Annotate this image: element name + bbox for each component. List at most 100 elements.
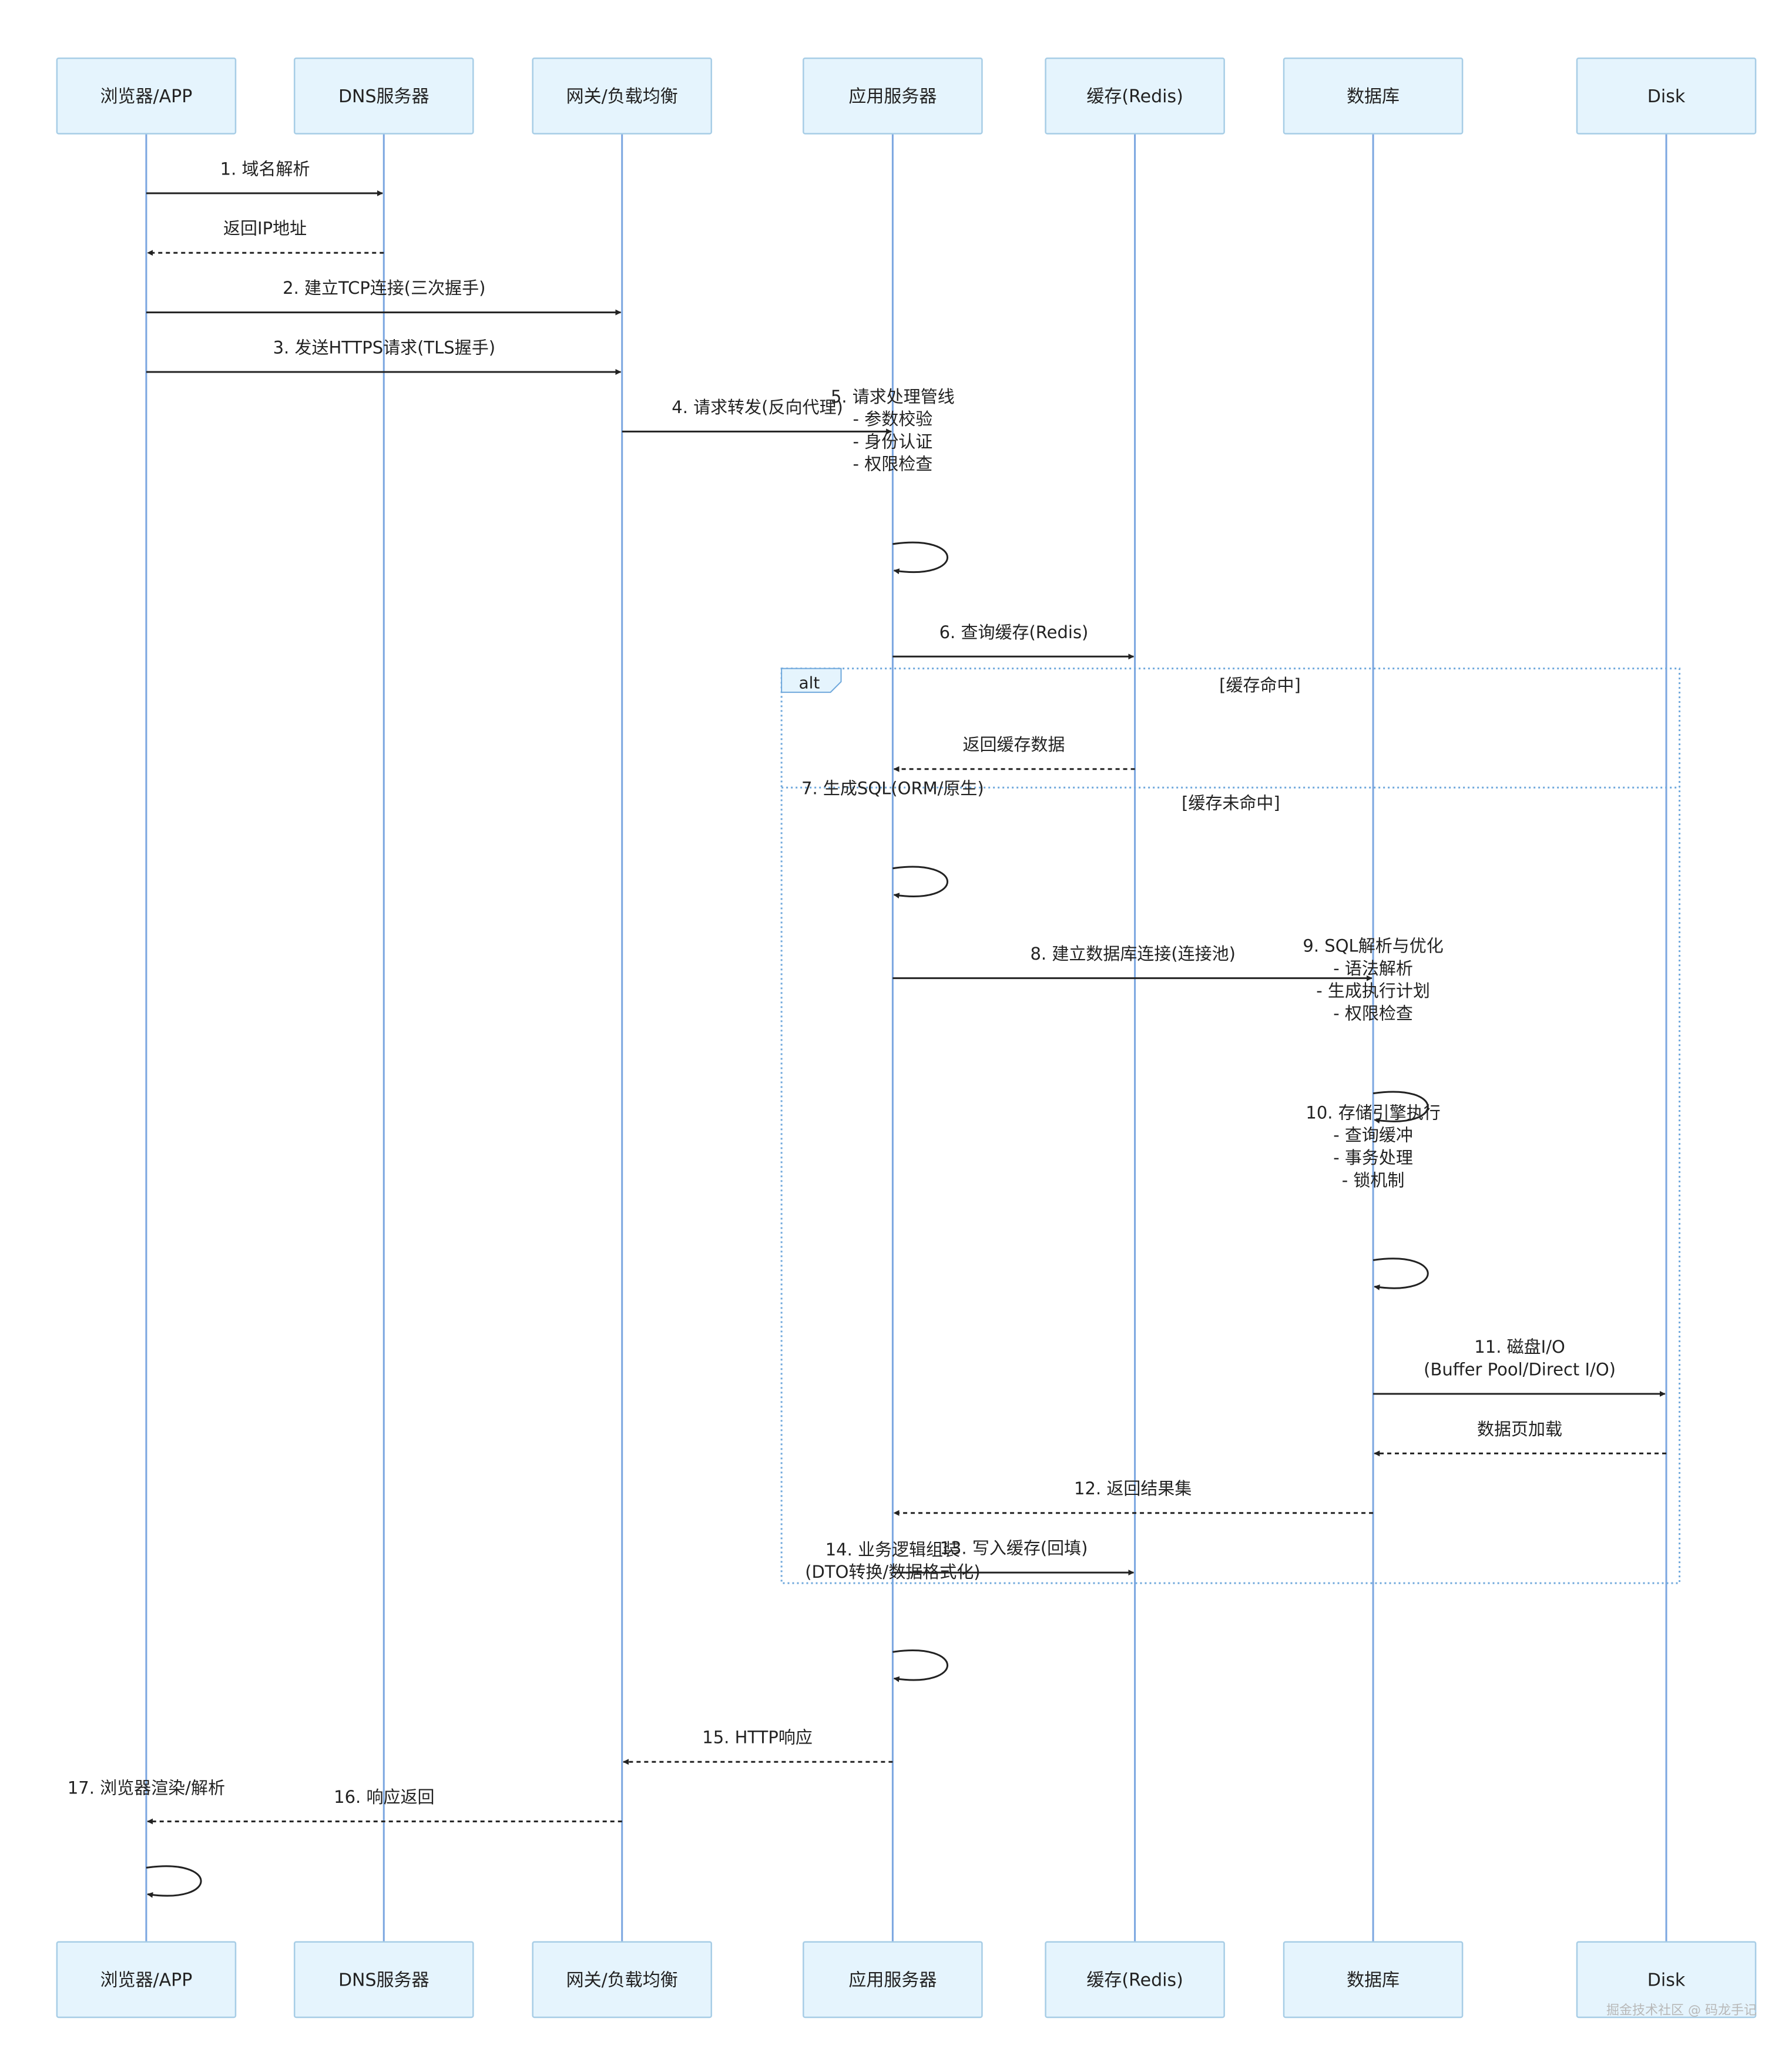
watermark: 掘金技术社区 @ 码龙手记 xyxy=(1606,2003,1757,2018)
message-label: (Buffer Pool/Direct I/O) xyxy=(1424,1359,1616,1379)
actor-label: 应用服务器 xyxy=(848,1970,937,1991)
actor-label: DNS服务器 xyxy=(338,86,429,107)
actor-app-top: 应用服务器 xyxy=(803,57,983,135)
actor-box xyxy=(293,57,474,135)
actor-gateway-bottom: 网关/负载均衡 xyxy=(532,1941,713,2019)
message-label: - 权限检查 xyxy=(1333,1004,1413,1024)
actor-box xyxy=(1576,1941,1757,2019)
message-label: - 查询缓冲 xyxy=(1333,1125,1413,1145)
message-label: 13. 写入缓存(回填) xyxy=(940,1538,1088,1558)
message-label: 15. HTTP响应 xyxy=(702,1728,813,1748)
message-1: 1. 域名解析 xyxy=(146,159,384,196)
message-label: 返回IP地址 xyxy=(223,219,307,239)
actor-label: 网关/负载均衡 xyxy=(566,86,678,107)
message-label: 11. 磁盘I/O xyxy=(1474,1337,1565,1357)
actor-dns-top: DNS服务器 xyxy=(293,57,474,135)
self-arrow xyxy=(892,1649,948,1682)
actor-label: 数据库 xyxy=(1347,1970,1400,1991)
message-label: - 参数校验 xyxy=(853,409,933,429)
message-label: 3. 发送HTTPS请求(TLS握手) xyxy=(273,337,495,357)
actor-box xyxy=(1576,57,1757,135)
actor-browser-bottom: 浏览器/APP xyxy=(56,1941,237,2019)
message-17: 14. 业务逻辑组装(DTO转换/数据格式化) xyxy=(805,1540,981,1682)
message-label: 1. 域名解析 xyxy=(220,159,310,179)
actor-box xyxy=(56,1941,237,2019)
actor-db-bottom: 数据库 xyxy=(1283,1941,1464,2019)
actor-label: DNS服务器 xyxy=(338,1970,429,1991)
actor-redis-top: 缓存(Redis) xyxy=(1045,57,1225,135)
message-label: 17. 浏览器渲染/解析 xyxy=(68,1778,225,1798)
message-label: 5. 请求处理管线 xyxy=(831,387,955,407)
message-3: 2. 建立TCP连接(三次握手) xyxy=(146,278,622,316)
message-label: - 事务处理 xyxy=(1333,1148,1413,1168)
actor-label: 缓存(Redis) xyxy=(1086,86,1183,107)
message-10: 8. 建立数据库连接(连接池) xyxy=(892,944,1372,981)
actor-box xyxy=(532,57,713,135)
message-2: 返回IP地址 xyxy=(147,219,384,256)
message-12: 10. 存储引擎执行 - 查询缓冲 - 事务处理- 锁机制 xyxy=(1306,1102,1441,1290)
message-18: 15. HTTP响应 xyxy=(622,1728,893,1765)
self-arrow xyxy=(1372,1258,1429,1290)
actor-disk-bottom: Disk xyxy=(1576,1941,1757,2019)
actor-box xyxy=(803,57,983,135)
message-4: 3. 发送HTTPS请求(TLS握手) xyxy=(146,337,622,375)
actor-box xyxy=(1045,1941,1225,2019)
actor-db-top: 数据库 xyxy=(1283,57,1464,135)
message-label: 16. 响应返回 xyxy=(334,1787,434,1807)
actor-browser-top: 浏览器/APP xyxy=(56,57,237,135)
message-label: 返回缓存数据 xyxy=(962,735,1065,755)
alt-frame xyxy=(780,668,1681,1584)
message-15: 12. 返回结果集 xyxy=(893,1478,1374,1516)
actor-dns-bottom: DNS服务器 xyxy=(293,1941,474,2019)
actor-label: Disk xyxy=(1647,1970,1686,1991)
message-14: 数据页加载 xyxy=(1374,1419,1667,1457)
message-8: 返回缓存数据 xyxy=(893,735,1135,772)
message-label: - 身份认证 xyxy=(853,431,933,451)
actor-label: 缓存(Redis) xyxy=(1086,1970,1183,1991)
actor-gateway-top: 网关/负载均衡 xyxy=(532,57,713,135)
message-label: (DTO转换/数据格式化) xyxy=(805,1562,980,1582)
message-label: - 锁机制 xyxy=(1342,1170,1405,1190)
message-label: 12. 返回结果集 xyxy=(1074,1478,1192,1498)
message-label: 7. 生成SQL(ORM/原生) xyxy=(801,779,984,799)
message-11: 9. SQL解析与优化- 语法解析- 生成执行计划- 权限检查 xyxy=(1303,936,1444,1124)
message-5: 4. 请求转发(反向代理) xyxy=(622,397,892,435)
alt-section-label: [缓存命中] xyxy=(1219,675,1301,695)
actor-box xyxy=(293,1941,474,2019)
message-19: 16. 响应返回 xyxy=(147,1787,622,1825)
message-label: - 语法解析 xyxy=(1333,958,1413,978)
message-label: 9. SQL解析与优化 xyxy=(1303,936,1443,956)
self-arrow xyxy=(892,866,948,899)
self-arrow xyxy=(892,541,948,575)
actor-box xyxy=(1283,57,1464,135)
message-7: 6. 查询缓存(Redis) xyxy=(892,622,1135,660)
actor-label: 数据库 xyxy=(1347,86,1400,107)
actor-label: 应用服务器 xyxy=(848,86,937,107)
message-20: 17. 浏览器渲染/解析 xyxy=(68,1778,225,1898)
actor-disk-top: Disk xyxy=(1576,57,1757,135)
actor-label: 浏览器/APP xyxy=(100,1970,193,1991)
actor-redis-bottom: 缓存(Redis) xyxy=(1045,1941,1225,2019)
self-arrow xyxy=(146,1865,202,1898)
actor-box xyxy=(56,57,237,135)
message-label: - 权限检查 xyxy=(853,454,933,474)
actor-label: Disk xyxy=(1647,86,1686,107)
actor-box xyxy=(1045,57,1225,135)
actor-box xyxy=(1283,1941,1464,2019)
alt-keyword: alt xyxy=(798,673,820,692)
message-9: 7. 生成SQL(ORM/原生) xyxy=(801,779,984,899)
message-label: 14. 业务逻辑组装 xyxy=(825,1540,960,1560)
actor-box xyxy=(532,1941,713,2019)
message-6: 5. 请求处理管线- 参数校验- 身份认证 - 权限检查 xyxy=(831,387,955,575)
message-16: 13. 写入缓存(回填) xyxy=(892,1538,1135,1576)
alt-section-label: [缓存未命中] xyxy=(1182,793,1280,813)
message-label: 2. 建立TCP连接(三次握手) xyxy=(283,278,485,298)
message-label: 8. 建立数据库连接(连接池) xyxy=(1030,944,1236,964)
actor-box xyxy=(803,1941,983,2019)
message-label: 数据页加载 xyxy=(1477,1419,1562,1439)
actor-label: 浏览器/APP xyxy=(100,86,193,107)
message-label: 10. 存储引擎执行 xyxy=(1306,1102,1440,1122)
message-label: 4. 请求转发(反向代理) xyxy=(672,397,843,417)
actor-label: 网关/负载均衡 xyxy=(566,1970,678,1991)
